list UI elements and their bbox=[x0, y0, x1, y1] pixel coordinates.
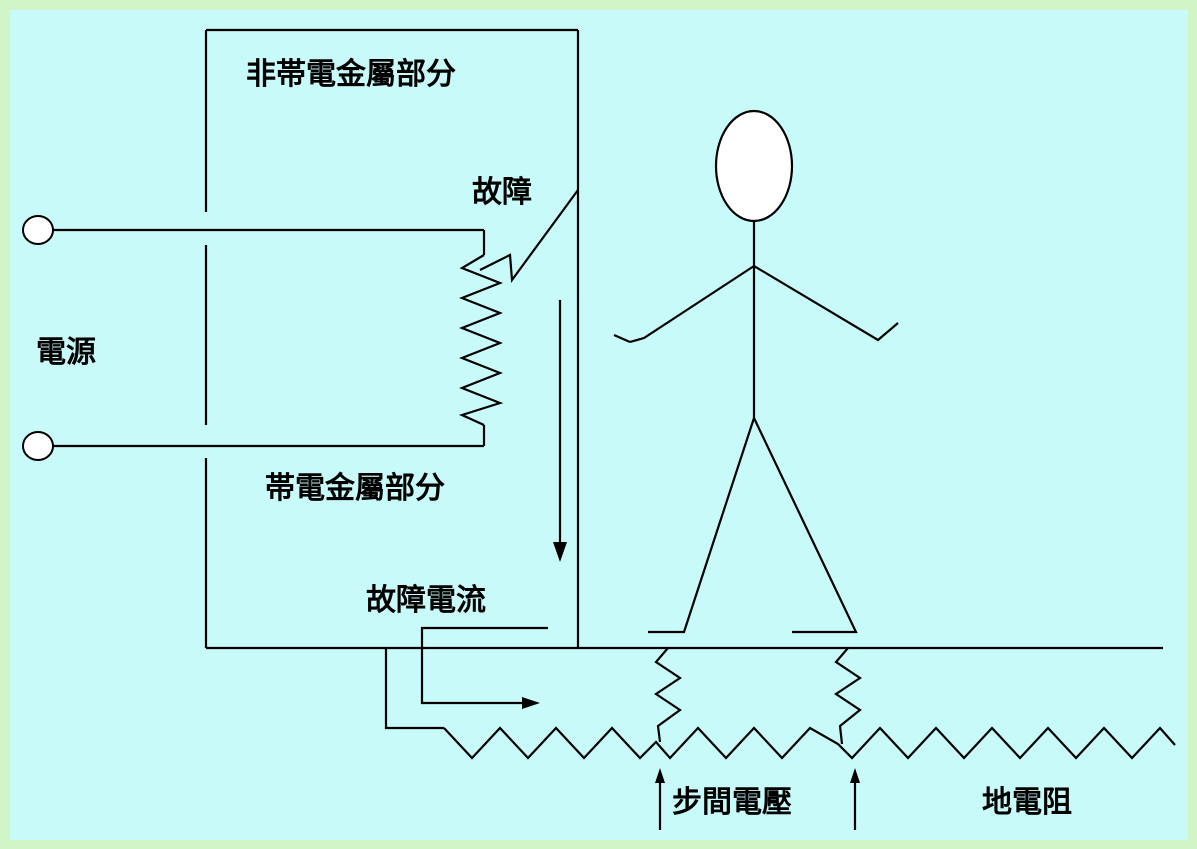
live-metal-label: 帯電金屬部分 bbox=[265, 471, 445, 506]
load-resistor bbox=[458, 254, 504, 427]
fault-label: 故障 bbox=[472, 175, 532, 210]
diagram-panel bbox=[10, 10, 1188, 840]
metal-enclosure bbox=[204, 28, 580, 648]
earth-resistance-label: 地電阻 bbox=[982, 785, 1072, 820]
right-foot-resistor bbox=[834, 647, 862, 745]
power-source-label: 電源 bbox=[36, 335, 96, 370]
ground-lead bbox=[384, 648, 444, 730]
person-figure bbox=[613, 109, 899, 634]
left-foot-resistor bbox=[654, 647, 682, 743]
earth-resistance-zigzag bbox=[443, 726, 1176, 760]
fault-zigzag bbox=[479, 189, 579, 284]
non-live-metal-label: 非帯電金屬部分 bbox=[246, 57, 456, 92]
fault-current-return-arrow bbox=[420, 626, 548, 709]
fault-current-label: 故障電流 bbox=[366, 583, 486, 618]
power-source-terminals bbox=[22, 215, 486, 461]
step-voltage-label: 步間電壓 bbox=[672, 785, 792, 820]
step-voltage-arrows bbox=[655, 768, 860, 830]
fault-current-arrow bbox=[553, 300, 567, 562]
